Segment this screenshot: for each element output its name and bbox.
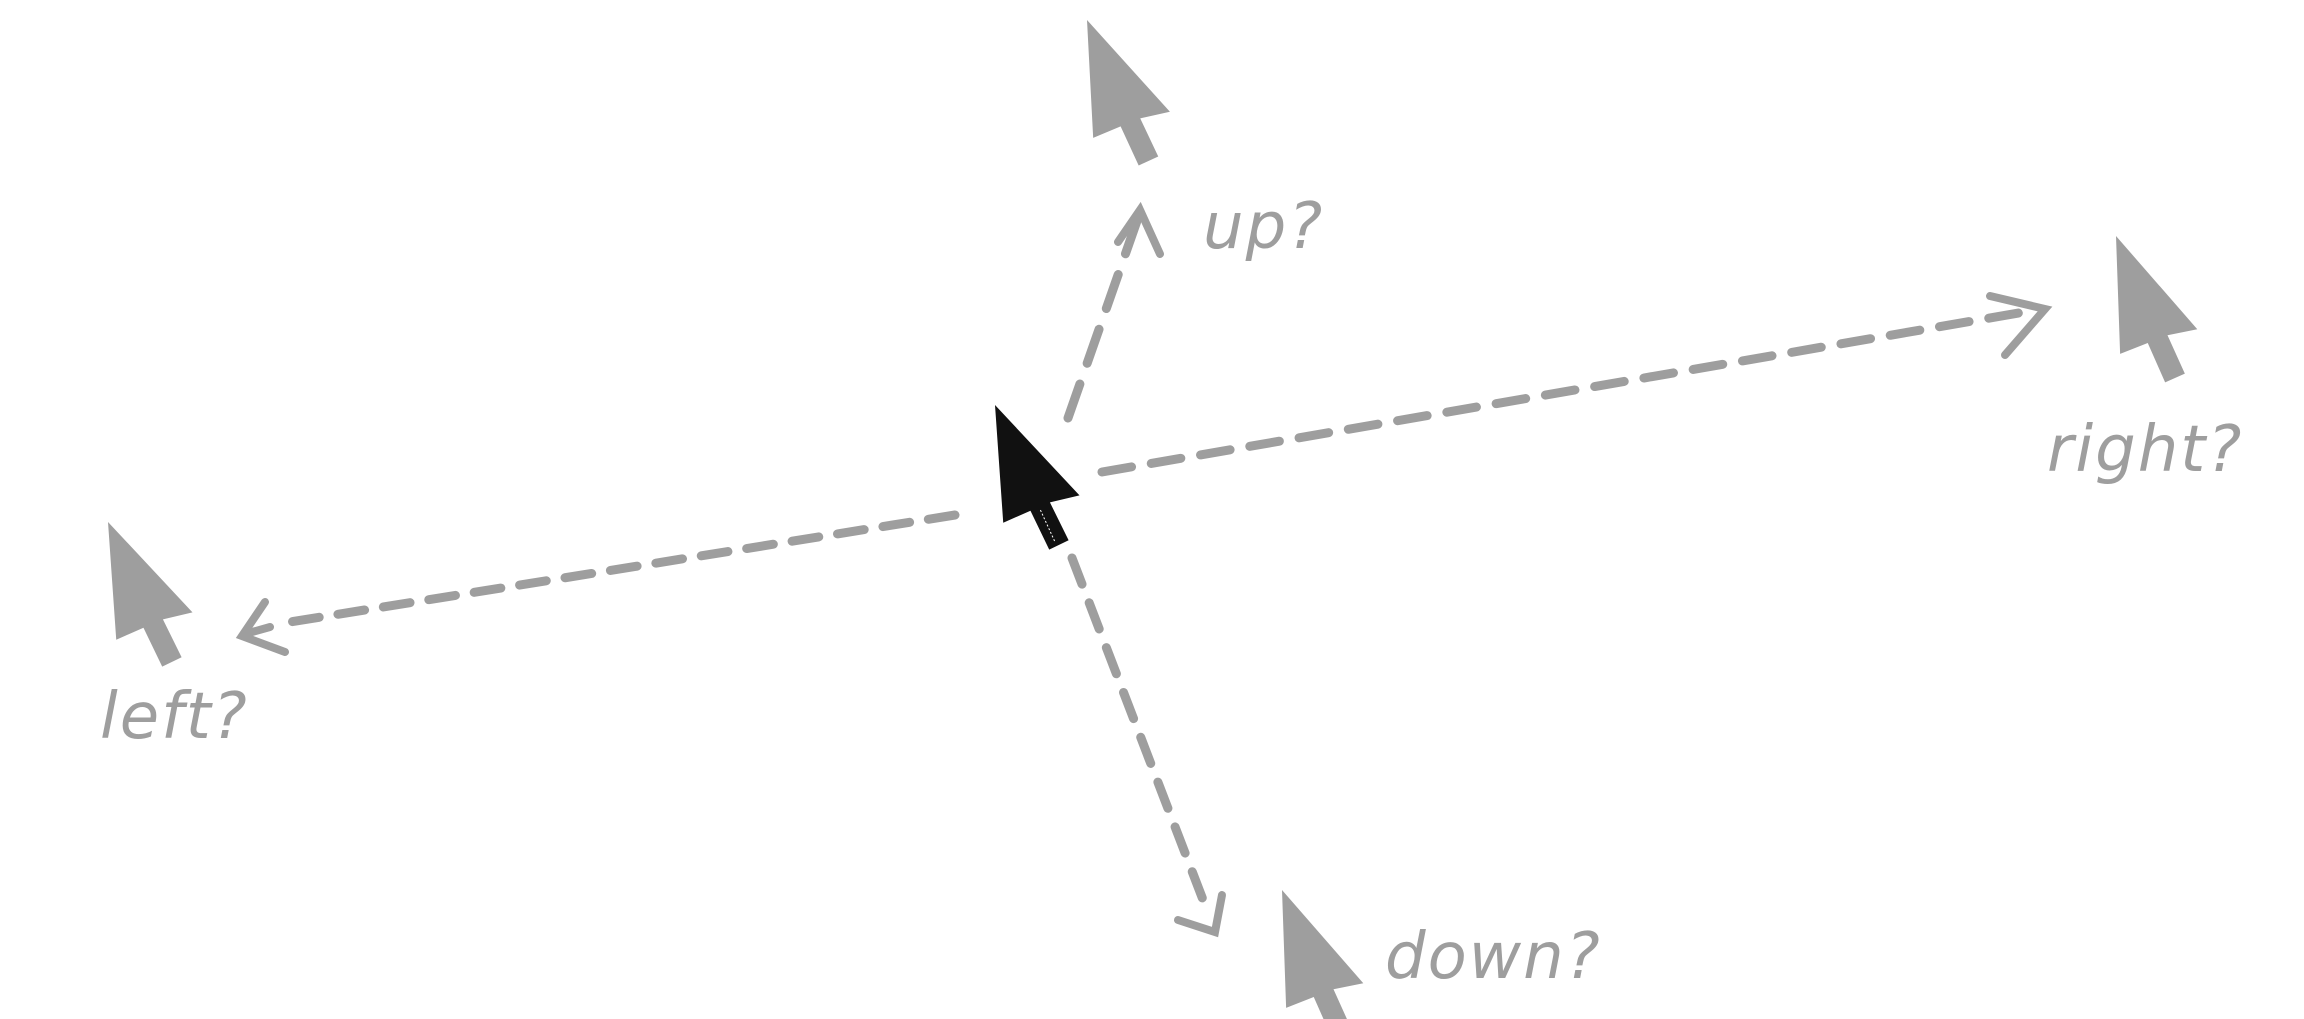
arrow-up <box>1063 201 1164 423</box>
ghost-cursor-down-icon <box>1282 887 1366 1019</box>
label-up: up? <box>1203 190 1325 264</box>
current-cursor-icon <box>995 399 1084 553</box>
ghost-cursor-up-icon <box>1087 15 1173 168</box>
label-right: right? <box>2047 413 2244 487</box>
arrow-left <box>235 510 960 656</box>
label-down: down? <box>1385 920 1602 994</box>
ghost-cursor-right-icon <box>2116 233 2200 384</box>
arrow-right <box>1097 292 2053 477</box>
arrow-down <box>1067 553 1226 938</box>
ghost-cursor-left-icon <box>108 516 197 670</box>
label-left: left? <box>100 680 249 754</box>
